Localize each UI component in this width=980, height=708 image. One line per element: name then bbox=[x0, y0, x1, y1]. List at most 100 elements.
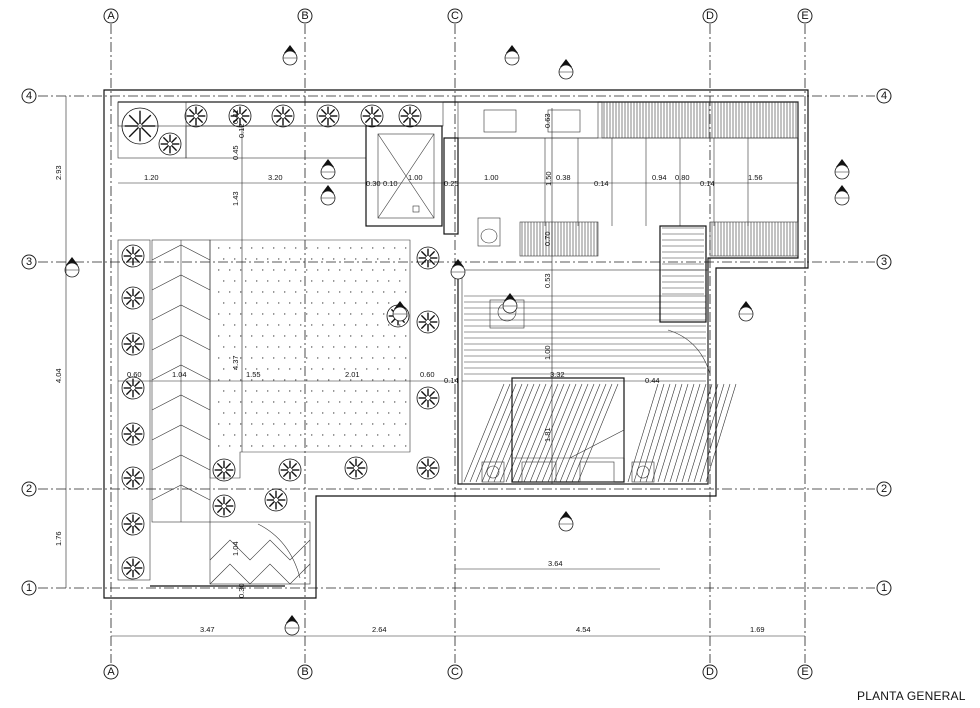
grid-bubble-4-left: 4 bbox=[21, 88, 37, 104]
dim-row-b-6: 0.14 bbox=[444, 376, 459, 385]
grid-label: B bbox=[301, 666, 308, 678]
tree-icon bbox=[212, 494, 236, 518]
dim-row-b-5: 0.60 bbox=[420, 370, 435, 379]
dim-row-a-11: 0.94 bbox=[652, 173, 667, 182]
tree-icon bbox=[416, 456, 440, 480]
tree-icon bbox=[158, 132, 182, 156]
tree-icon bbox=[121, 422, 145, 446]
tree-icon bbox=[184, 104, 208, 128]
section-marker-icon bbox=[392, 301, 408, 322]
dim-row-a-6: 0.25 bbox=[444, 179, 459, 188]
tree-icon bbox=[416, 310, 440, 334]
tree-icon bbox=[121, 466, 145, 490]
tree-icon bbox=[212, 458, 236, 482]
dim-vert-11: 1.04 bbox=[231, 541, 240, 556]
dim-vert-4: 1.43 bbox=[231, 191, 240, 206]
grid-label: 3 bbox=[881, 256, 887, 268]
grid-label: 1 bbox=[26, 582, 32, 594]
grid-label: 4 bbox=[26, 90, 32, 102]
grid-label: A bbox=[107, 666, 115, 678]
dim-bottom-2: 2.64 bbox=[372, 625, 387, 634]
grid-bubble-3-left: 3 bbox=[21, 254, 37, 270]
grid-bubble-c-bottom: C bbox=[447, 664, 463, 680]
dim-vert-10: 1.81 bbox=[543, 427, 552, 442]
grid-label: E bbox=[801, 10, 808, 22]
tree-icon bbox=[360, 104, 384, 128]
grid-label: A bbox=[107, 10, 115, 22]
grid-label: 3 bbox=[26, 256, 32, 268]
section-marker-icon bbox=[558, 511, 574, 532]
dim-row-b-3: 1.55 bbox=[246, 370, 261, 379]
section-marker-icon bbox=[834, 159, 850, 180]
dim-row-a-14: 1.56 bbox=[748, 173, 763, 182]
grid-bubble-e-bottom: E bbox=[797, 664, 813, 680]
dim-row-a-1: 1.20 bbox=[144, 173, 159, 182]
closet-slats bbox=[601, 101, 799, 139]
dim-bottom-3: 4.54 bbox=[576, 625, 591, 634]
grid-lines-vertical bbox=[110, 24, 806, 663]
dim-row-a-9: 0.38 bbox=[556, 173, 571, 182]
dim-row-b-2: 1.04 bbox=[172, 370, 187, 379]
dim-row-a-5: 1.00 bbox=[408, 173, 423, 182]
section-marker-icon bbox=[502, 293, 518, 314]
dim-row-a-10: 0.14 bbox=[594, 179, 609, 188]
grid-label: 2 bbox=[26, 483, 32, 495]
dim-vert-8: 0.53 bbox=[543, 273, 552, 288]
dim-bottom-1: 3.47 bbox=[200, 625, 215, 634]
tree-icon bbox=[121, 376, 145, 400]
section-marker-icon bbox=[320, 159, 336, 180]
grid-bubble-a-bottom: A bbox=[103, 664, 119, 680]
tree-icon bbox=[316, 104, 340, 128]
dimension-lines bbox=[65, 96, 805, 637]
section-marker-icon bbox=[738, 301, 754, 322]
dim-vert-9: 1.00 bbox=[543, 345, 552, 360]
tree-icon bbox=[416, 386, 440, 410]
dim-vert-7: 0.70 bbox=[543, 231, 552, 246]
grid-bubble-2-left: 2 bbox=[21, 481, 37, 497]
section-marker-icon bbox=[558, 59, 574, 80]
grid-bubble-b-bottom: B bbox=[297, 664, 313, 680]
planter-left bbox=[117, 239, 151, 581]
grid-label: E bbox=[801, 666, 808, 678]
section-marker-icon bbox=[834, 185, 850, 206]
dim-left-1: 2.93 bbox=[54, 165, 63, 180]
grid-bubble-4-right: 4 bbox=[876, 88, 892, 104]
grid-label: 1 bbox=[881, 582, 887, 594]
grid-bubble-c-top: C bbox=[447, 8, 463, 24]
closet-slats-lower bbox=[519, 221, 799, 257]
dim-vert-1: 0.41 bbox=[231, 109, 240, 124]
dim-row-a-8: 1.50 bbox=[544, 171, 553, 186]
section-marker-icon bbox=[504, 45, 520, 66]
grid-lines-horizontal bbox=[38, 95, 875, 589]
section-marker-icon bbox=[282, 45, 298, 66]
dim-row-b-8: 0.44 bbox=[645, 376, 660, 385]
grid-label: 2 bbox=[881, 483, 887, 495]
grid-bubble-d-bottom: D bbox=[702, 664, 718, 680]
grid-label: 4 bbox=[881, 90, 887, 102]
section-marker-icon bbox=[450, 259, 466, 280]
dim-left-2: 4.04 bbox=[54, 368, 63, 383]
grid-label: C bbox=[451, 10, 459, 22]
dim-row-a-4: 0.10 bbox=[383, 179, 398, 188]
grid-label: B bbox=[301, 10, 308, 22]
tree-icon bbox=[271, 104, 295, 128]
dim-row-a-3: 0.30 bbox=[366, 179, 381, 188]
dim-row-a-12: 0.80 bbox=[675, 173, 690, 182]
grid-bubble-1-right: 1 bbox=[876, 580, 892, 596]
dim-vert-12: 0.30 bbox=[237, 583, 246, 598]
tree-icon bbox=[398, 104, 422, 128]
grid-label: D bbox=[706, 10, 714, 22]
dim-row-b-7: 3.32 bbox=[550, 370, 565, 379]
dim-left-3: 1.76 bbox=[54, 531, 63, 546]
dim-row-a-13: 0.14 bbox=[700, 179, 715, 188]
drawing-title: PLANTA GENERAL bbox=[857, 689, 966, 703]
tree-icon bbox=[121, 286, 145, 310]
dim-vert-6: 0.63 bbox=[543, 113, 552, 128]
courtyard-gravel bbox=[209, 239, 411, 479]
dim-row-b-1: 0.60 bbox=[127, 370, 142, 379]
grid-label: C bbox=[451, 666, 459, 678]
tree-icon bbox=[121, 332, 145, 356]
grid-bubble-1-left: 1 bbox=[21, 580, 37, 596]
grid-bubble-3-right: 3 bbox=[876, 254, 892, 270]
section-marker-icon bbox=[320, 185, 336, 206]
